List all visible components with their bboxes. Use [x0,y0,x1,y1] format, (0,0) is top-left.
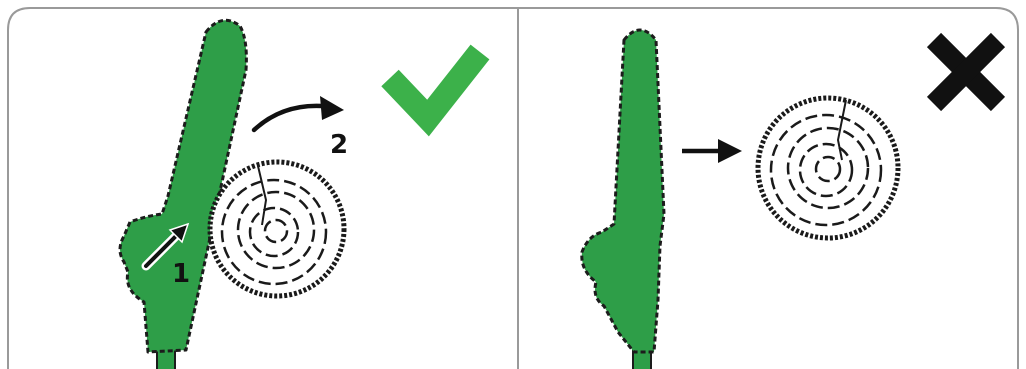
straight-arrow-icon [682,139,742,163]
chainsaw-body [582,30,664,352]
log [758,98,898,238]
panel-correct: 1 2 [120,20,480,369]
log [210,162,344,296]
panel-incorrect [582,30,998,369]
step-1-label: 1 [172,259,190,289]
cross-icon [934,40,998,104]
checkmark-icon [390,52,480,118]
step-2-label: 2 [330,130,348,160]
curved-arrow-icon [254,96,344,130]
